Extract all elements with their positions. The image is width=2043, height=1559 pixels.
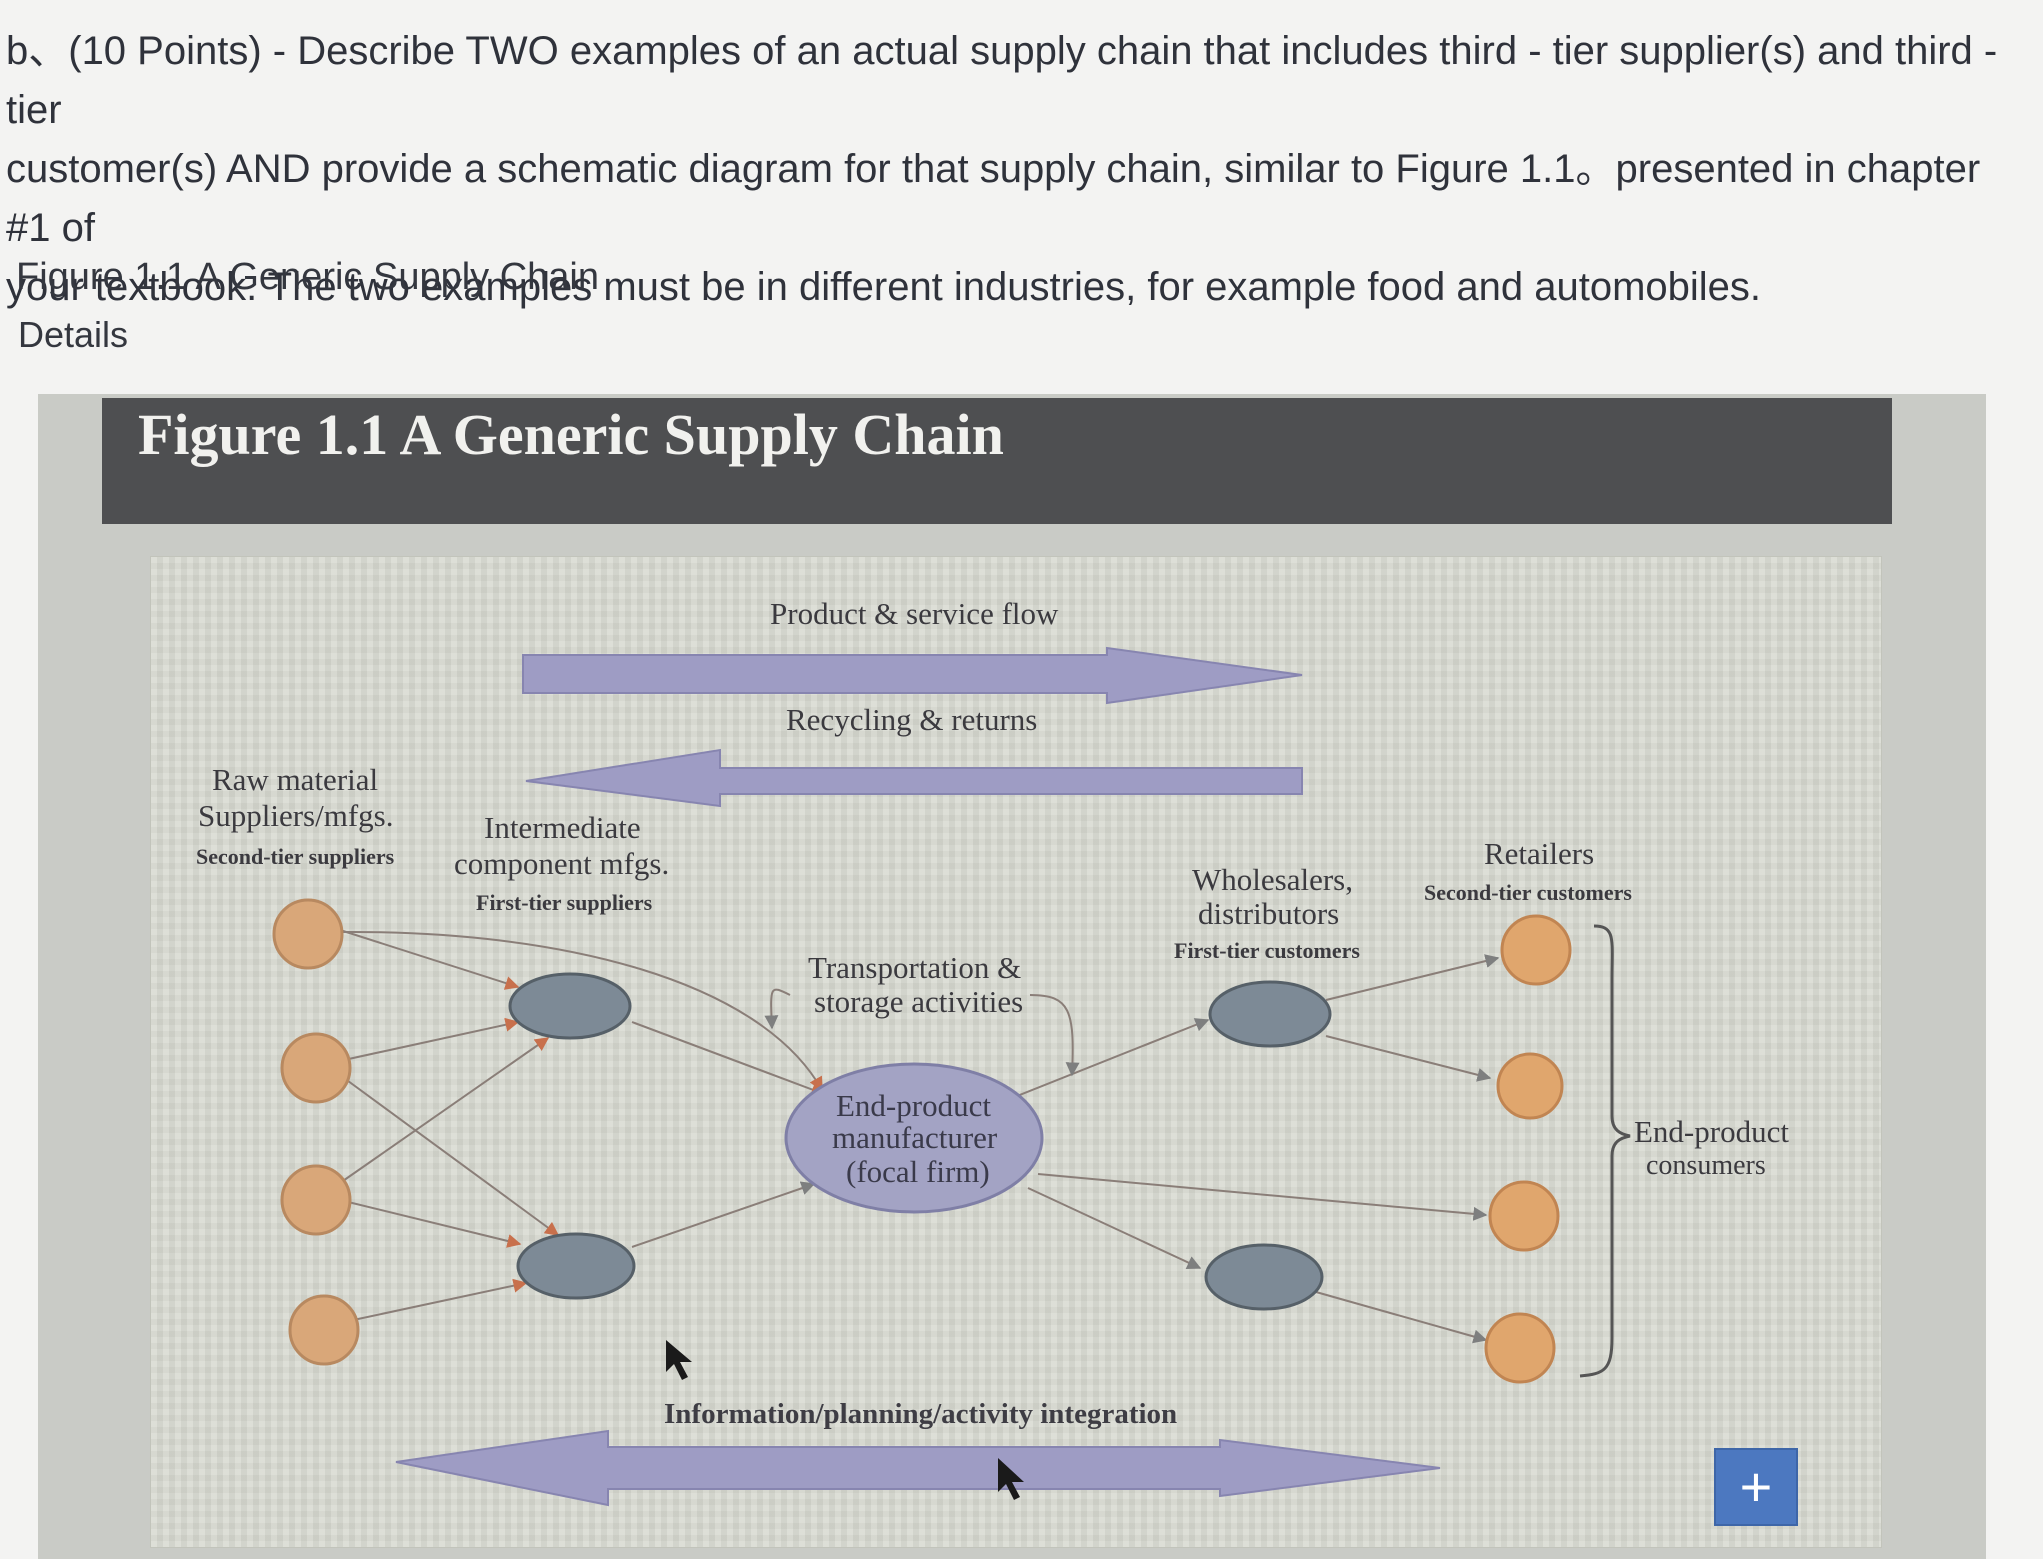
second-tier-suppliers-label: Second-tier suppliers (196, 844, 395, 869)
question-line-1: b、(10 Points) - Describe TWO examples of… (6, 29, 1998, 132)
first-tier-supplier-node (516, 1232, 636, 1300)
connector-line (1315, 1291, 1488, 1344)
first-tier-customer-node (1204, 1243, 1324, 1311)
supplier-node (272, 898, 344, 970)
connector-line (1325, 954, 1500, 1001)
question-line-2: customer(s) AND provide a schematic diag… (6, 147, 1981, 250)
intermediate-label-2: component mfgs. (454, 846, 670, 881)
connector-line (631, 1181, 816, 1248)
focal-label-1: End-product (836, 1088, 991, 1123)
second-tier-customers-label: Second-tier customers (1424, 880, 1632, 905)
first-tier-customer-node (1208, 980, 1332, 1048)
focal-label-2: manufacturer (832, 1120, 998, 1155)
first-tier-suppliers-label: First-tier suppliers (476, 890, 653, 915)
consumers-label-2: consumers (1646, 1150, 1766, 1181)
question-line-3: your textbook. The two examples must be … (6, 265, 1762, 309)
connector-line (339, 1037, 550, 1184)
mouse-cursor-icon (666, 1340, 692, 1380)
info-integration-arrow (395, 1429, 1441, 1507)
focal-firm-node (784, 1062, 1044, 1214)
consumers-label-1: End-product (1634, 1114, 1789, 1149)
raw-material-label-1: Raw material (212, 762, 379, 797)
connector-line (631, 1021, 826, 1097)
transport-label-1: Transportation & (808, 950, 1022, 985)
first-tier-supplier-node (508, 972, 632, 1040)
figure-caption: Figure 1.1 A Generic Supply Chain (16, 256, 600, 298)
transport-hook-right (1029, 994, 1080, 1077)
connector-line (1037, 1173, 1488, 1221)
consumers-bracket (1579, 924, 1631, 1378)
connector-line (339, 930, 823, 1092)
retailer-node (1484, 1312, 1556, 1384)
raw-material-label-2: Suppliers/mfgs. (198, 798, 394, 833)
figure-header-bar (102, 398, 1892, 524)
connector-line (339, 1199, 522, 1248)
retailer-node (1488, 1180, 1560, 1252)
recycling-arrow (525, 748, 1303, 808)
product-flow-label: Product & service flow (770, 596, 1059, 631)
product-flow-arrow (522, 646, 1303, 705)
retailer-node (1496, 1052, 1564, 1120)
connector-line (343, 1278, 528, 1323)
supplier-node (280, 1032, 352, 1104)
connector-line (1325, 1035, 1492, 1082)
retailer-node (1500, 914, 1572, 986)
connector-line (339, 929, 520, 990)
diagram-area (150, 556, 1882, 1548)
wholesalers-label-2: distributors (1198, 896, 1340, 931)
details-link[interactable]: Details (18, 314, 129, 355)
transport-label-2: storage activities (814, 984, 1024, 1019)
connector-line (1027, 1187, 1202, 1270)
connector-line (343, 1017, 520, 1061)
question-text: b、(10 Points) - Describe TWO examples of… (6, 22, 2006, 317)
connector-line (343, 1077, 560, 1236)
connector-line (1011, 1018, 1210, 1099)
recycling-label: Recycling & returns (786, 702, 1038, 737)
figure-header-title: Figure 1.1 A Generic Supply Chain (138, 402, 1004, 467)
retailers-label: Retailers (1484, 836, 1595, 871)
transport-hook-left (764, 988, 791, 1030)
wholesalers-label-1: Wholesalers, (1192, 862, 1353, 897)
supplier-node (288, 1294, 360, 1366)
focal-label-3: (focal firm) (846, 1154, 990, 1189)
mouse-cursor-icon (998, 1458, 1024, 1500)
expand-image-button[interactable]: + (1714, 1448, 1798, 1526)
first-tier-customers-label: First-tier customers (1174, 938, 1360, 963)
intermediate-label-1: Intermediate (484, 810, 641, 845)
info-integration-label: Information/planning/activity integratio… (664, 1398, 1178, 1430)
supplier-node (280, 1164, 352, 1236)
